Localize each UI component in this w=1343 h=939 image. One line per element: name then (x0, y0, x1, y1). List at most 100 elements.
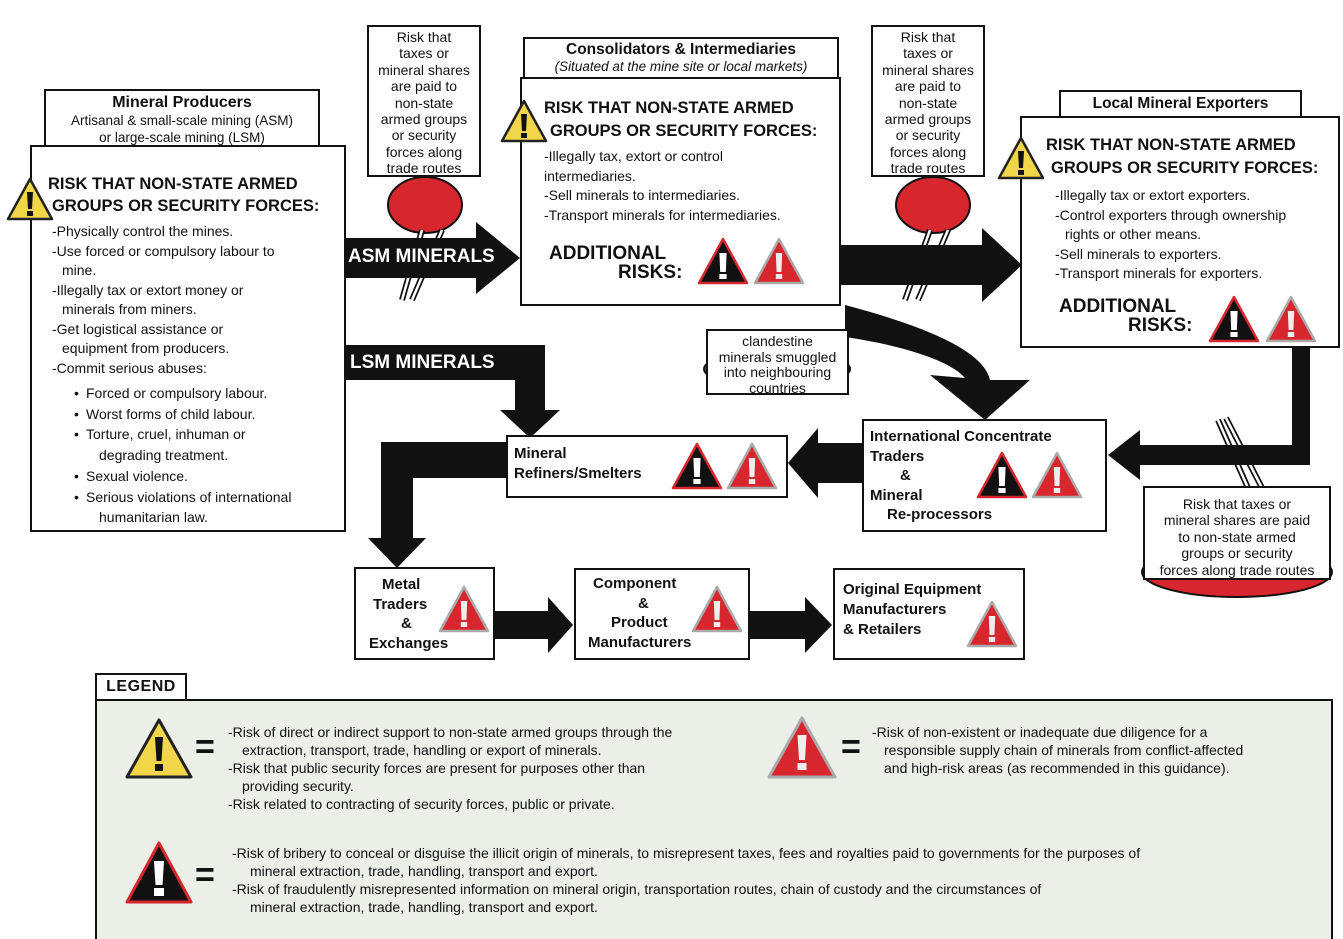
list-item: -Sell minerals to intermediaries. (544, 187, 741, 203)
due-diligence-risk-icon (438, 585, 490, 633)
list-item: mine. (62, 262, 97, 278)
international-line-1: Traders (870, 448, 925, 465)
bullet-cont: degrading treatment. (99, 447, 229, 464)
list-item: -Sell minerals to exporters. (1055, 245, 1222, 262)
refiners-line-1: Refiners/Smelters (514, 465, 642, 482)
legend-black-text: -Risk of bribery to conceal or disguise … (232, 845, 1141, 915)
consolidators-subtitle: (Situated at the mine site or local mark… (554, 59, 808, 74)
list-item: -Commit serious abuses: (52, 359, 207, 376)
warning-icon (500, 99, 548, 143)
metal-component-arrow (493, 597, 573, 653)
bribery-risk-icon (976, 451, 1028, 499)
consolidators-risk-heading-1: RISK THAT NON-STATE ARMED (544, 99, 794, 117)
producers-risk-heading-2: GROUPS OR SECURITY FORCES: (52, 197, 320, 215)
component-line-3: Manufacturers (588, 634, 692, 651)
consolidators-box: RISK THAT NON-STATE ARMED GROUPS OR SECU… (520, 77, 841, 306)
bribery-risk-icon (125, 841, 193, 904)
producers-sub1: Artisanal & small-scale mining (ASM) (70, 113, 294, 128)
due-diligence-risk-icon (753, 237, 805, 285)
producers-list: -Physically control the mines. -Use forc… (52, 222, 275, 378)
oem-line-0: Original Equipment (843, 581, 982, 598)
exporters-risk-heading-1: RISK THAT NON-STATE ARMED (1046, 136, 1296, 154)
consolidators-title: Consolidators & Intermediaries (566, 41, 796, 58)
exporters-additional-1: ADDITIONAL (1059, 296, 1177, 317)
legend-equals-3: = (195, 856, 215, 894)
smuggling-arrow (845, 305, 1030, 420)
list-item: -Use forced or compulsory labour to (52, 242, 275, 259)
refiners-line-0: Mineral (514, 445, 567, 462)
asm-arrow (343, 222, 520, 294)
producers-header: Mineral Producers Artisanal & small-scal… (44, 89, 320, 147)
producers-abuses: Forced or compulsory labour. Worst forms… (74, 383, 291, 528)
list-item: rights or other means. (1065, 226, 1202, 242)
exporters-header: Local Mineral Exporters (1059, 90, 1302, 118)
due-diligence-risk-icon (966, 600, 1018, 648)
list-item: equipment from producers. (62, 340, 230, 356)
bribery-risk-icon (1208, 295, 1260, 343)
bullet-item: Serious violations of international (74, 489, 291, 505)
list-item: -Transport minerals for exporters. (1055, 265, 1263, 281)
metal-line-0: Metal (382, 576, 421, 593)
list-item: -Transport minerals for intermediaries. (544, 206, 781, 223)
bribery-risk-icon (671, 442, 723, 490)
bullet-item: Worst forms of child labour. (74, 406, 255, 422)
exporters-risk-heading-2: GROUPS OR SECURITY FORCES: (1051, 159, 1319, 177)
consolidators-additional-1: ADDITIONAL (549, 243, 667, 264)
list-item: -Physically control the mines. (52, 223, 234, 239)
legend-yellow-text: -Risk of direct or indirect support to n… (228, 724, 673, 812)
consolidator-exporter-arrow (840, 228, 1022, 302)
exporters-additional-2: RISKS: (1128, 315, 1193, 336)
list-item: -Get logistical assistance or (52, 320, 224, 337)
international-line-3: Mineral (870, 487, 923, 504)
international-line-2: & (900, 467, 911, 484)
producers-risk-heading-1: RISK THAT NON-STATE ARMED (48, 175, 298, 193)
list-item: -Illegally tax, extort or control (544, 148, 723, 164)
metal-line-1: Traders (373, 596, 428, 613)
consolidators-list: -Illegally tax, extort or control interm… (544, 147, 781, 225)
producers-sub2: or large-scale mining (LSM) (99, 130, 265, 145)
list-item: minerals from miners. (62, 301, 197, 317)
bullet-item: Sexual violence. (74, 468, 188, 484)
international-refiners-arrow (788, 428, 862, 498)
legend-panel (95, 699, 1333, 939)
list-item: intermediaries. (544, 167, 636, 184)
list-item: -Illegally tax or extort exporters. (1055, 187, 1251, 203)
component-line-2: Product (611, 614, 668, 631)
exporters-title: Local Mineral Exporters (1092, 95, 1269, 112)
list-item: -Illegally tax or extort money or (52, 281, 244, 298)
metal-traders-box: Metal Traders & Exchanges (354, 567, 495, 660)
producers-box: RISK THAT NON-STATE ARMED GROUPS OR SECU… (30, 145, 346, 532)
component-line-1: & (638, 595, 649, 612)
bribery-risk-icon (697, 237, 749, 285)
international-line-0: International Concentrate (870, 428, 1052, 445)
due-diligence-risk-icon (767, 716, 837, 779)
exporter-international-arrow (1108, 345, 1310, 480)
consolidators-additional-2: RISKS: (618, 262, 683, 283)
asm-minerals-label: ASM MINERALS (348, 246, 495, 267)
component-line-0: Component (593, 575, 677, 592)
legend-equals-1: = (195, 728, 215, 766)
consolidators-header: Consolidators & Intermediaries (Situated… (523, 37, 839, 79)
producers-title: Mineral Producers (112, 94, 252, 111)
warning-icon (997, 136, 1045, 180)
metal-line-3: Exchanges (369, 635, 449, 652)
legend-title-box: LEGEND (95, 673, 187, 701)
due-diligence-risk-icon (1031, 451, 1083, 499)
bullet-item: Forced or compulsory labour. (74, 385, 267, 401)
exporters-list: -Illegally tax or extort exporters. -Con… (1055, 186, 1286, 284)
warning-icon (125, 718, 193, 779)
oem-line-2: & Retailers (843, 621, 922, 638)
refiners-metal-arrow (368, 442, 508, 568)
due-diligence-risk-icon (1265, 295, 1317, 343)
legend-equals-2: = (841, 728, 861, 766)
warning-icon (6, 177, 54, 221)
bullet-cont: humanitarian law. (99, 509, 208, 526)
lsm-arrow (343, 345, 560, 438)
component-oem-arrow (748, 597, 832, 653)
oem-line-1: Manufacturers (843, 601, 947, 618)
consolidators-risk-heading-2: GROUPS OR SECURITY FORCES: (550, 122, 818, 140)
